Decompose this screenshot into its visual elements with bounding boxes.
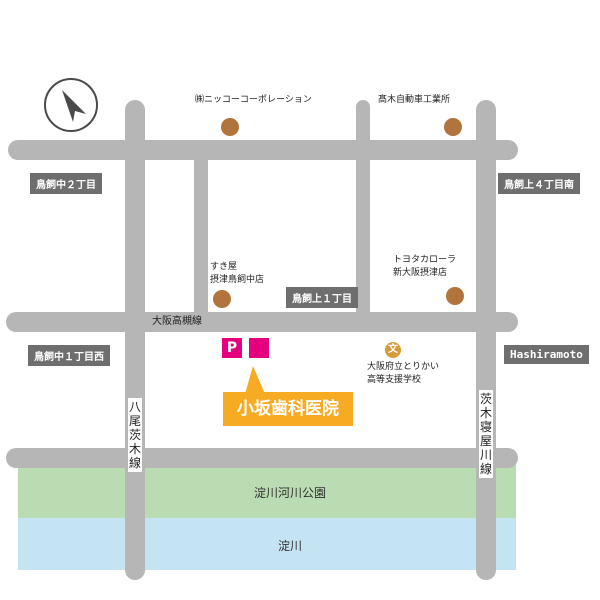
street-sign-torikai-kami-4-minami: 鳥飼上４丁目南 [498, 173, 580, 194]
clinic-name-label: 小坂歯科医院 [223, 392, 353, 426]
landmark-label-toyota-1: トヨタカローラ [393, 255, 457, 265]
landmark-dot-takagi [444, 118, 462, 136]
landmark-dot-nikko [221, 118, 239, 136]
landmark-dot-toyota [446, 287, 464, 305]
road-label-osaka-takatsuki: 大阪高槻線 [152, 316, 202, 327]
road-osaka-takatsuki [6, 312, 518, 332]
north-arrow-icon [42, 76, 100, 134]
park-label: 淀川河川公園 [253, 486, 326, 500]
landmark-label-sukiya-1: すき屋 [210, 262, 238, 272]
street-sign-hashiramoto: Hashiramoto [504, 345, 589, 364]
landmark-label-nikko: ㈱ニッコーコーポレーション [195, 95, 312, 105]
landmark-label-toyota-2: 新大阪摂津店 [393, 268, 448, 278]
landmark-label-school-2: 高等支援学校 [367, 375, 422, 385]
road-small-left [194, 140, 208, 326]
park-area [18, 462, 516, 518]
road-small-right [356, 100, 370, 326]
river-label: 淀川 [277, 539, 302, 553]
landmark-label-takagi: 髙木自動車工業所 [378, 95, 451, 105]
street-sign-torikai-naka-2: 鳥飼中２丁目 [30, 173, 102, 194]
clinic-location-marker [249, 338, 269, 358]
parking-icon: P [222, 338, 242, 358]
landmark-label-school-1: 大阪府立とりかい [367, 362, 440, 372]
street-sign-torikai-naka-1-nishi: 鳥飼中１丁目西 [28, 345, 110, 366]
road-label-yao-ibaraki: 八尾茨木線 [128, 398, 142, 472]
landmark-dot-sukiya [213, 290, 231, 308]
road-label-ibaraki-neyagawa: 茨木寝屋川線 [479, 390, 493, 478]
road-ibaraki-neyagawa [476, 100, 496, 580]
street-sign-torikai-kami-1: 鳥飼上１丁目 [286, 287, 358, 308]
clinic-pointer [243, 366, 267, 394]
school-icon: 文 [385, 342, 401, 358]
road-yao-ibaraki [125, 100, 145, 580]
river-area [18, 518, 516, 570]
road-bottom [6, 448, 518, 468]
landmark-label-sukiya-2: 摂津鳥飼中店 [210, 275, 265, 285]
road-top [8, 140, 518, 160]
